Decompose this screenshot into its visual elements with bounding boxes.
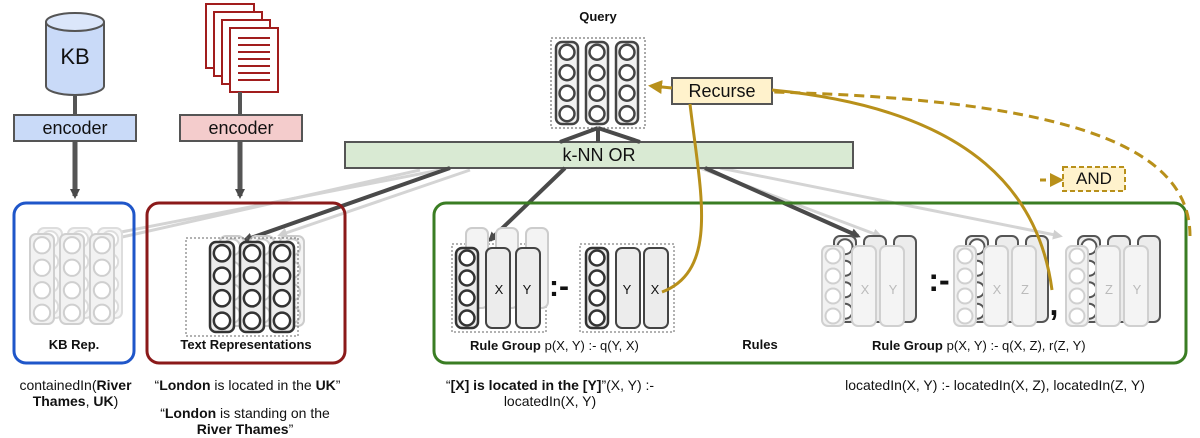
text-example-1-bold2: UK (315, 377, 336, 393)
recurse-label: Recurse (688, 81, 756, 101)
text-vector-frame (185, 237, 299, 337)
kb-vector (29, 233, 55, 325)
text-vector (208, 240, 236, 334)
kb-cylinder-label: KB (60, 44, 90, 69)
slot-y-4: Y (1132, 282, 1142, 297)
rule-group-1-formula: p(X, Y) :- q(Y, X) (544, 338, 639, 353)
and-box (1062, 166, 1126, 192)
text-vector (238, 240, 266, 334)
kb-encoder-box (13, 114, 137, 142)
kb-example: containedIn(River Thames, UK) (8, 377, 143, 409)
rule1-body-rel (584, 246, 610, 330)
kb-rep-frame (12, 201, 136, 365)
rule2-arg (879, 245, 905, 327)
text-example-2-bold2: River Thames (196, 421, 289, 438)
document-stack-icon (205, 3, 279, 93)
knn-or-box (344, 141, 854, 169)
rule-group-1-prefix: Rule Group (470, 338, 541, 353)
text-example-2-q2: ” (288, 421, 294, 438)
text-example-2-mid: is standing on the (216, 405, 330, 421)
slot-y-1: Y (522, 282, 532, 297)
rule1-body-y (615, 247, 641, 329)
rule-comma: , (1049, 286, 1059, 322)
text-example-2: “London is standing on the River Thames” (150, 405, 340, 437)
kb-example-bold2: UK (93, 393, 114, 410)
rule2-arg (1011, 245, 1037, 327)
query-vectors (550, 37, 646, 129)
text-example-1: “London is located in the UK” (140, 377, 355, 393)
rules-title: Rules (742, 337, 778, 352)
query-vector (614, 40, 640, 126)
rule-example-1-q1: “ (445, 377, 451, 393)
recurse-arrows (648, 80, 1192, 294)
rule2-arg (983, 245, 1009, 327)
rules-frame (432, 201, 1188, 365)
rule2-rel (953, 245, 977, 327)
rule-example-1-rest: ”(X, Y) :- locatedIn(X, Y) (503, 377, 655, 410)
kb-encoder-label: encoder (42, 118, 108, 138)
rule2-rel (821, 245, 845, 327)
slot-x-3: X (860, 282, 870, 297)
rule-example-1-bold: [X] is located in the [Y] (450, 377, 602, 393)
knn-or-label: k-NN OR (562, 145, 636, 165)
rule2-arg (851, 245, 877, 327)
rule2-arg (1095, 245, 1121, 327)
text-example-1-bold1: London (159, 377, 211, 393)
text-example-2-q1: “ (160, 405, 165, 421)
text-rep-label: Text Representations (180, 337, 312, 352)
slot-x-4: X (992, 282, 1002, 297)
faded-knn-arrows (77, 166, 1063, 246)
kb-cylinder (45, 12, 105, 96)
kb-vector (59, 233, 85, 325)
slot-y-3: Y (888, 282, 898, 297)
query-vector (554, 40, 580, 126)
slot-y-2: Y (622, 282, 632, 297)
rule-group-2-formula: p(X, Y) :- q(X, Z), r(Z, Y) (946, 338, 1086, 353)
rule-group-2-label: Rule Group p(X, Y) :- q(X, Z), r(Z, Y) (872, 337, 1086, 353)
text-vector (268, 240, 296, 334)
rule1-head-x (485, 247, 511, 329)
slot-z-1: Z (1021, 282, 1029, 297)
kb-vector (89, 233, 115, 325)
rule-neck-2: :- (928, 262, 950, 298)
text-example-1-q2: ” (335, 377, 341, 393)
rule2-arg (1123, 245, 1149, 327)
query-title: Query (579, 9, 617, 24)
rule-group-1-label: Rule Group p(X, Y) :- q(Y, X) (470, 337, 639, 353)
kb-example-part3: ) (113, 393, 119, 410)
text-example-2-bold1: London (164, 405, 217, 421)
query-vector (584, 40, 610, 126)
kb-example-bold1: River Thames (32, 377, 132, 410)
rule-group-2-prefix: Rule Group (872, 338, 943, 353)
rule1-body-frame (579, 243, 675, 333)
slot-x-2: X (650, 282, 660, 297)
and-label: AND (1076, 169, 1112, 188)
slot-z-2: Z (1105, 282, 1113, 297)
text-rep-frame (145, 201, 347, 365)
rule-example-2: locatedIn(X, Y) :- locatedIn(X, Z), loca… (845, 377, 1145, 393)
text-encoder-label: encoder (208, 118, 274, 138)
rule1-head-y (515, 247, 541, 329)
text-example-1-mid: is located in the (210, 377, 316, 393)
vector-layer (29, 227, 1161, 337)
slot-x-1: X (494, 282, 504, 297)
rule2-rel (1065, 245, 1089, 327)
text-example-1-q1: “ (154, 377, 160, 393)
rule-neck-1: :- (549, 270, 569, 303)
kb-example-part1: containedIn( (19, 377, 97, 393)
kb-rep-label: KB Rep. (48, 337, 100, 352)
kb-example-part2: , (85, 393, 94, 410)
rule-example-1: “[X] is located in the [Y]”(X, Y) :- loc… (440, 377, 660, 409)
rule1-head-rel (454, 246, 480, 330)
